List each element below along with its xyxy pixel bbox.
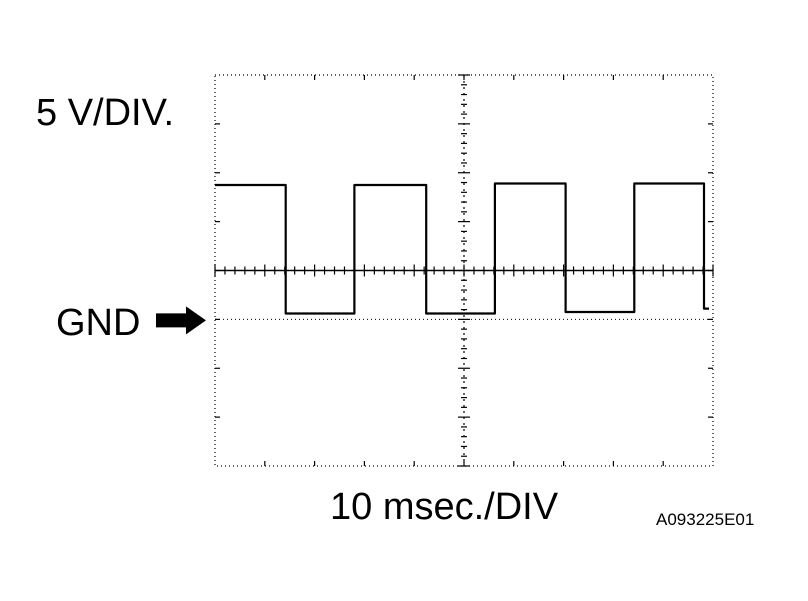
ground-arrow-layer xyxy=(156,306,206,335)
ground-arrow-icon xyxy=(156,306,206,335)
ground-label: GND xyxy=(56,302,141,344)
volts-per-division-label: 5 V/DIV. xyxy=(36,92,175,134)
time-per-division-label: 10 msec./DIV xyxy=(330,486,559,528)
waveform-trace xyxy=(215,182,709,315)
figure-id: A093225E01 xyxy=(656,510,755,529)
waveform-layer xyxy=(215,182,709,315)
oscilloscope-grid xyxy=(214,74,714,467)
